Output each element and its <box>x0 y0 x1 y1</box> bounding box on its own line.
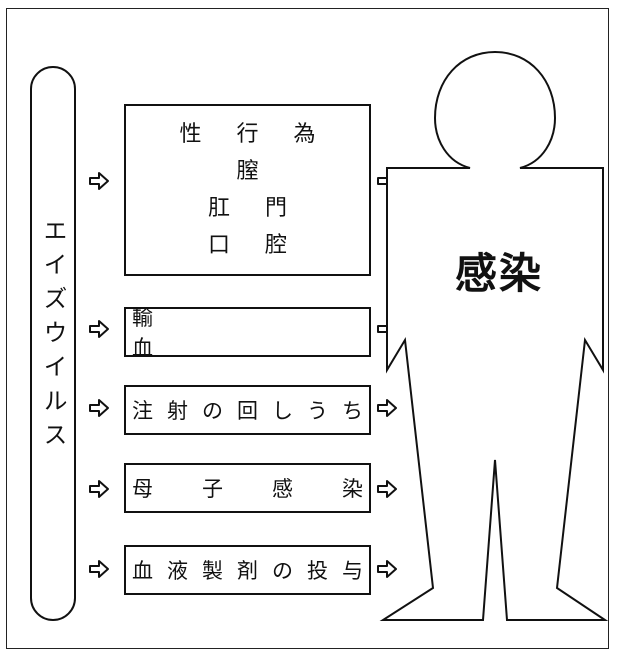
arrow-right-icon <box>88 170 110 192</box>
route-blood-products-label: 血液製剤の投与 <box>132 559 363 583</box>
arrow-right-icon <box>88 397 110 419</box>
route-sexual-line-3: 肛 門 <box>208 196 301 221</box>
route-box-needle: 注射の回しうち <box>124 385 371 435</box>
route-needle-label: 注射の回しうち <box>132 399 363 423</box>
arrow-right-icon <box>376 478 398 500</box>
route-box-sexual: 性 行 為 膣 肛 門 口 腔 <box>124 104 371 276</box>
route-box-transfusion: 輸 血 <box>124 306 384 360</box>
route-sexual-line-1: 性 行 為 <box>179 122 330 147</box>
arrow-right-icon <box>88 318 110 340</box>
arrow-right-icon <box>88 558 110 580</box>
route-mother-child-label: 母 子 感 染 <box>132 477 363 501</box>
route-sexual-line-2: 膣 <box>236 159 273 184</box>
route-box-blood-products: 血液製剤の投与 <box>124 545 371 595</box>
virus-label: エイズウイルス <box>39 218 67 456</box>
arrow-right-icon <box>376 558 398 580</box>
route-transfusion-label: 輸 血 <box>132 306 384 360</box>
route-box-mother-child: 母 子 感 染 <box>124 463 371 513</box>
human-body-icon <box>379 50 609 621</box>
route-sexual-line-4: 口 腔 <box>208 233 301 258</box>
diagram-frame <box>6 8 609 649</box>
arrow-right-icon <box>88 478 110 500</box>
infection-label: 感染 <box>455 249 544 298</box>
virus-pill: エイズウイルス <box>30 66 76 621</box>
arrow-right-icon <box>376 397 398 419</box>
